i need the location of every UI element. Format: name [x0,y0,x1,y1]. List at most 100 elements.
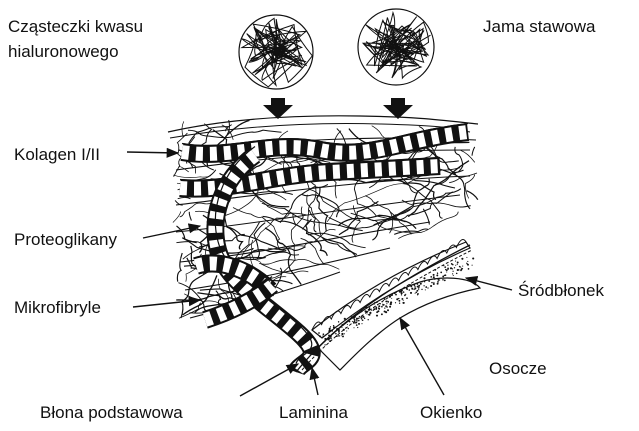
cytoplasm-dot [374,304,375,305]
cytoplasm-dot [421,281,422,282]
cytoplasm-dot [330,326,331,327]
cytoplasm-dot [353,317,355,319]
cytoplasm-dot [353,322,354,323]
cytoplasm-dot [416,290,418,292]
cytoplasm-dot [426,286,427,287]
cytoplasm-dot [376,315,378,317]
cytoplasm-dot [420,283,422,285]
cytoplasm-dot [398,300,400,302]
cytoplasm-dot [389,295,391,297]
cytoplasm-dot [436,274,438,276]
cytoplasm-dot [322,335,323,336]
cytoplasm-dot [384,307,385,308]
matrix-strand [334,131,341,144]
cytoplasm-dot [379,303,380,304]
cytoplasm-dot [401,298,403,300]
cytoplasm-dot [337,329,339,331]
proteoglycan-pointer [143,226,200,238]
cytoplasm-dot [335,333,336,334]
cytoplasm-dot [408,289,410,291]
cytoplasm-dot [453,275,454,276]
matrix-strand [317,187,328,232]
cytoplasm-dot [415,293,416,294]
cytoplasm-dot [442,279,444,281]
cytoplasm-dot [443,265,444,266]
cytoplasm-dot [456,273,458,275]
cytoplasm-dot [323,342,324,343]
cytoplasm-dot [382,304,383,305]
cytoplasm-dot [346,330,347,331]
cytoplasm-dot [384,298,386,300]
cytoplasm-dot [434,278,436,280]
cytoplasm-dot [341,335,342,336]
cytoplasm-dot [354,320,355,321]
cytoplasm-dot [375,307,377,309]
cytoplasm-dot [400,291,402,293]
cytoplasm-dot [399,303,400,304]
cytoplasm-dot [455,261,456,262]
cytoplasm-dot [447,268,449,270]
cytoplasm-dot [424,281,425,282]
hyaluronic-molecule [239,15,313,89]
cytoplasm-dot [352,321,353,322]
matrix-strand [259,259,339,269]
cytoplasm-dot [386,305,387,306]
cytoplasm-dot [433,283,435,285]
cytoplasm-dot [361,318,363,320]
cytoplasm-dot [447,265,448,266]
laminin-label: Laminina [279,403,349,422]
cytoplasm-dot [409,284,411,286]
cytoplasm-dot [344,318,346,320]
microfibril-label: Mikrofibryle [14,298,101,317]
cytoplasm-dot [354,315,355,316]
cytoplasm-dot [437,283,439,285]
joint-cavity-label: Jama stawowa [483,17,596,36]
cytoplasm-dot [341,324,343,326]
cytoplasm-dot [324,344,325,345]
cytoplasm-dot [384,310,386,312]
cytoplasm-dot [451,263,453,265]
cytoplasm-dot [411,288,413,290]
cytoplasm-dot [437,281,439,283]
cytoplasm-dot [452,271,453,272]
cytoplasm-dot [354,322,356,324]
cytoplasm-dot [462,266,463,267]
cytoplasm-dot [338,331,340,333]
matrix-strand [178,197,191,198]
cytoplasm-dot [457,261,459,263]
cytoplasm-dot [414,287,416,289]
cytoplasm-dot [385,300,387,302]
cytoplasm-dot [353,327,354,328]
cytoplasm-dot [444,279,446,281]
cytoplasm-dot [430,276,432,278]
cytoplasm-dot [362,315,363,316]
cytoplasm-dot [401,294,402,295]
cytoplasm-dot [442,275,444,277]
hyaluronic-label-line1: Cząsteczki kwasu [8,17,143,36]
down-arrow-icon [263,98,293,119]
cytoplasm-dot [391,298,392,299]
cytoplasm-dot [338,321,339,322]
cytoplasm-dot [363,316,365,318]
cytoplasm-dot [344,333,345,334]
cytoplasm-dot [450,267,452,269]
cytoplasm-dot [382,301,383,302]
cytoplasm-dot [433,282,434,283]
cytoplasm-dot [431,282,432,283]
cytoplasm-dot [371,310,372,311]
matrix-strand [189,212,191,221]
cytoplasm-dot [369,308,371,310]
basement-membrane-label: Błona podstawowa [40,403,183,422]
cytoplasm-dot [357,327,358,328]
cytoplasm-dot [328,334,330,336]
cytoplasm-dot [325,334,326,335]
cytoplasm-dot [433,274,435,276]
cytoplasm-dot [333,325,334,326]
collagen-label: Kolagen I/II [14,145,100,164]
cytoplasm-dot [387,309,389,311]
cytoplasm-dot [389,306,391,308]
cytoplasm-dot [466,257,467,258]
cytoplasm-dot [444,266,446,268]
cytoplasm-dot [356,318,358,320]
